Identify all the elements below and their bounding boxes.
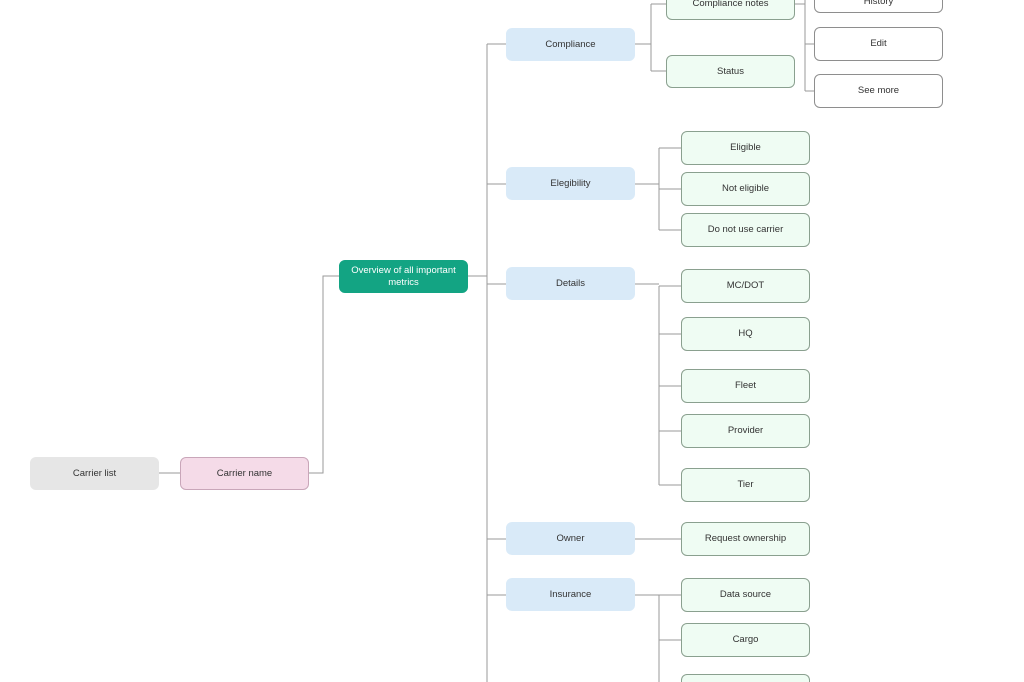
node-owner[interactable]: Owner	[506, 522, 635, 555]
node-insurance-child-3[interactable]	[681, 674, 810, 682]
node-compliance-notes[interactable]: Compliance notes	[666, 0, 795, 20]
node-fleet[interactable]: Fleet	[681, 369, 810, 403]
node-history[interactable]: History	[814, 0, 943, 13]
node-request-ownership[interactable]: Request ownership	[681, 522, 810, 556]
node-eligibility[interactable]: Elegibility	[506, 167, 635, 200]
node-do-not-use-carrier[interactable]: Do not use carrier	[681, 213, 810, 247]
node-tier[interactable]: Tier	[681, 468, 810, 502]
node-status[interactable]: Status	[666, 55, 795, 88]
node-data-source[interactable]: Data source	[681, 578, 810, 612]
node-carrier-name[interactable]: Carrier name	[180, 457, 309, 490]
node-hq[interactable]: HQ	[681, 317, 810, 351]
node-edit[interactable]: Edit	[814, 27, 943, 61]
node-cargo[interactable]: Cargo	[681, 623, 810, 657]
node-see-more[interactable]: See more	[814, 74, 943, 108]
node-overview[interactable]: Overview of all important metrics	[339, 260, 468, 293]
node-mc-dot[interactable]: MC/DOT	[681, 269, 810, 303]
node-compliance[interactable]: Compliance	[506, 28, 635, 61]
node-provider[interactable]: Provider	[681, 414, 810, 448]
node-not-eligible[interactable]: Not eligible	[681, 172, 810, 206]
node-insurance[interactable]: Insurance	[506, 578, 635, 611]
node-carrier-list[interactable]: Carrier list	[30, 457, 159, 490]
node-eligible[interactable]: Eligible	[681, 131, 810, 165]
node-details[interactable]: Details	[506, 267, 635, 300]
